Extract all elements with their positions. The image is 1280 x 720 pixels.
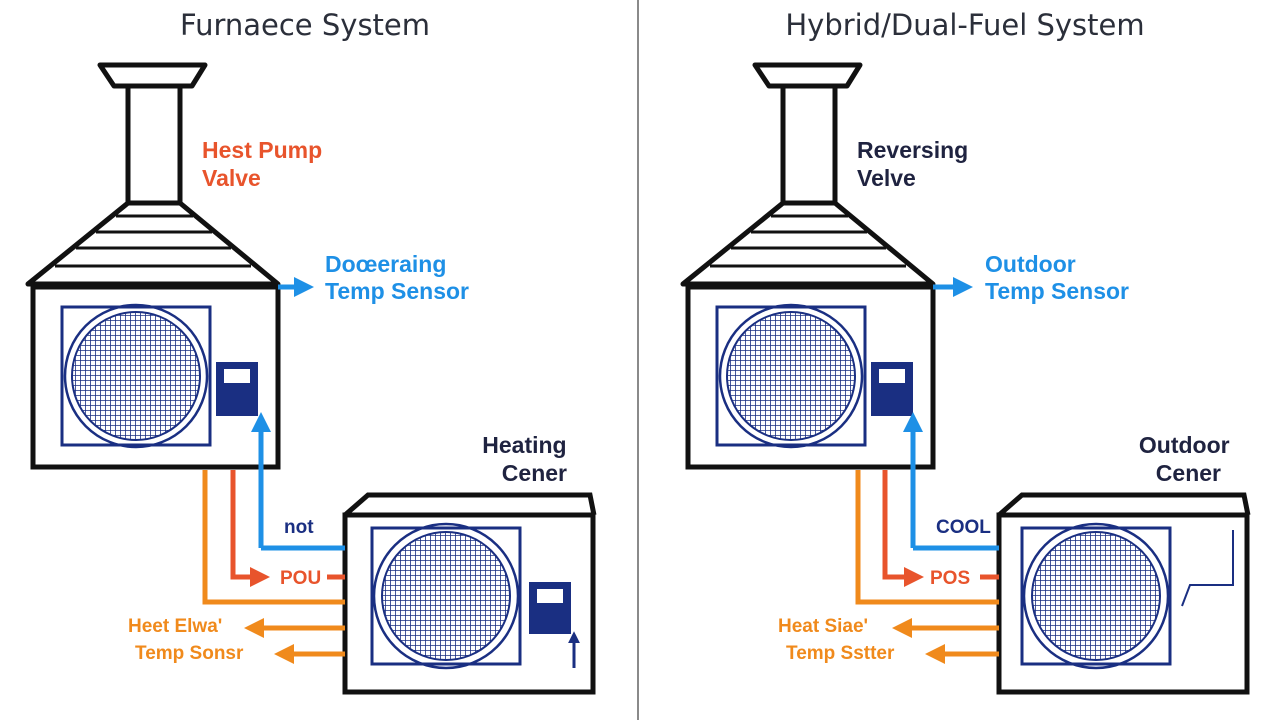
- left-line-label-lower-1: Heet Elwa': [128, 616, 222, 637]
- right-orange-line: [855, 470, 999, 605]
- right-center-label: Outdoor Cener: [1139, 432, 1236, 486]
- right-lower-wire: [1181, 530, 1234, 607]
- right-connection-lines: [855, 277, 999, 664]
- left-orange-line: [202, 470, 345, 605]
- left-upper-control-panel: [216, 362, 258, 416]
- right-upper-unit: [685, 284, 936, 470]
- right-line-label-lower-1: Heat Siae': [778, 616, 868, 637]
- right-panel-title: Hybrid/Dual-Fuel System: [785, 8, 1144, 42]
- left-upper-unit: [30, 284, 281, 470]
- right-line-label-upper: COOL: [936, 517, 991, 538]
- right-lower-unit: [996, 492, 1251, 695]
- right-sensor-label: Outdoor Temp Sensor: [985, 251, 1129, 304]
- left-chimney: [25, 62, 281, 287]
- right-upper-control-panel: [871, 362, 913, 416]
- left-sensor-label: Doœeraing Temp Sensor: [325, 251, 469, 304]
- right-line-label-middle: POS: [930, 568, 970, 589]
- right-red-line: [882, 470, 924, 587]
- left-lower-control-panel: [529, 582, 571, 634]
- left-connection-lines: [202, 277, 345, 664]
- left-line-label-lower-2: Temp Sonsr: [135, 643, 244, 664]
- left-red-line: [230, 470, 270, 587]
- left-center-label: Heating Cener: [482, 432, 573, 486]
- right-panel-hybrid-system: Hybrid/Dual-Fuel System: [680, 8, 1251, 695]
- left-line-label-middle: POU: [280, 568, 321, 589]
- left-panel-furnace-system: Furnaece System: [25, 8, 597, 695]
- right-line-label-lower-2: Temp Sstter: [786, 643, 895, 664]
- left-top-label: Hest Pump Valve: [202, 137, 329, 191]
- left-lower-unit: [342, 492, 597, 695]
- left-panel-title: Furnaece System: [180, 8, 430, 42]
- left-line-label-upper: not: [284, 517, 314, 538]
- right-top-label: Reversing Velve: [857, 137, 975, 191]
- right-chimney: [680, 62, 936, 287]
